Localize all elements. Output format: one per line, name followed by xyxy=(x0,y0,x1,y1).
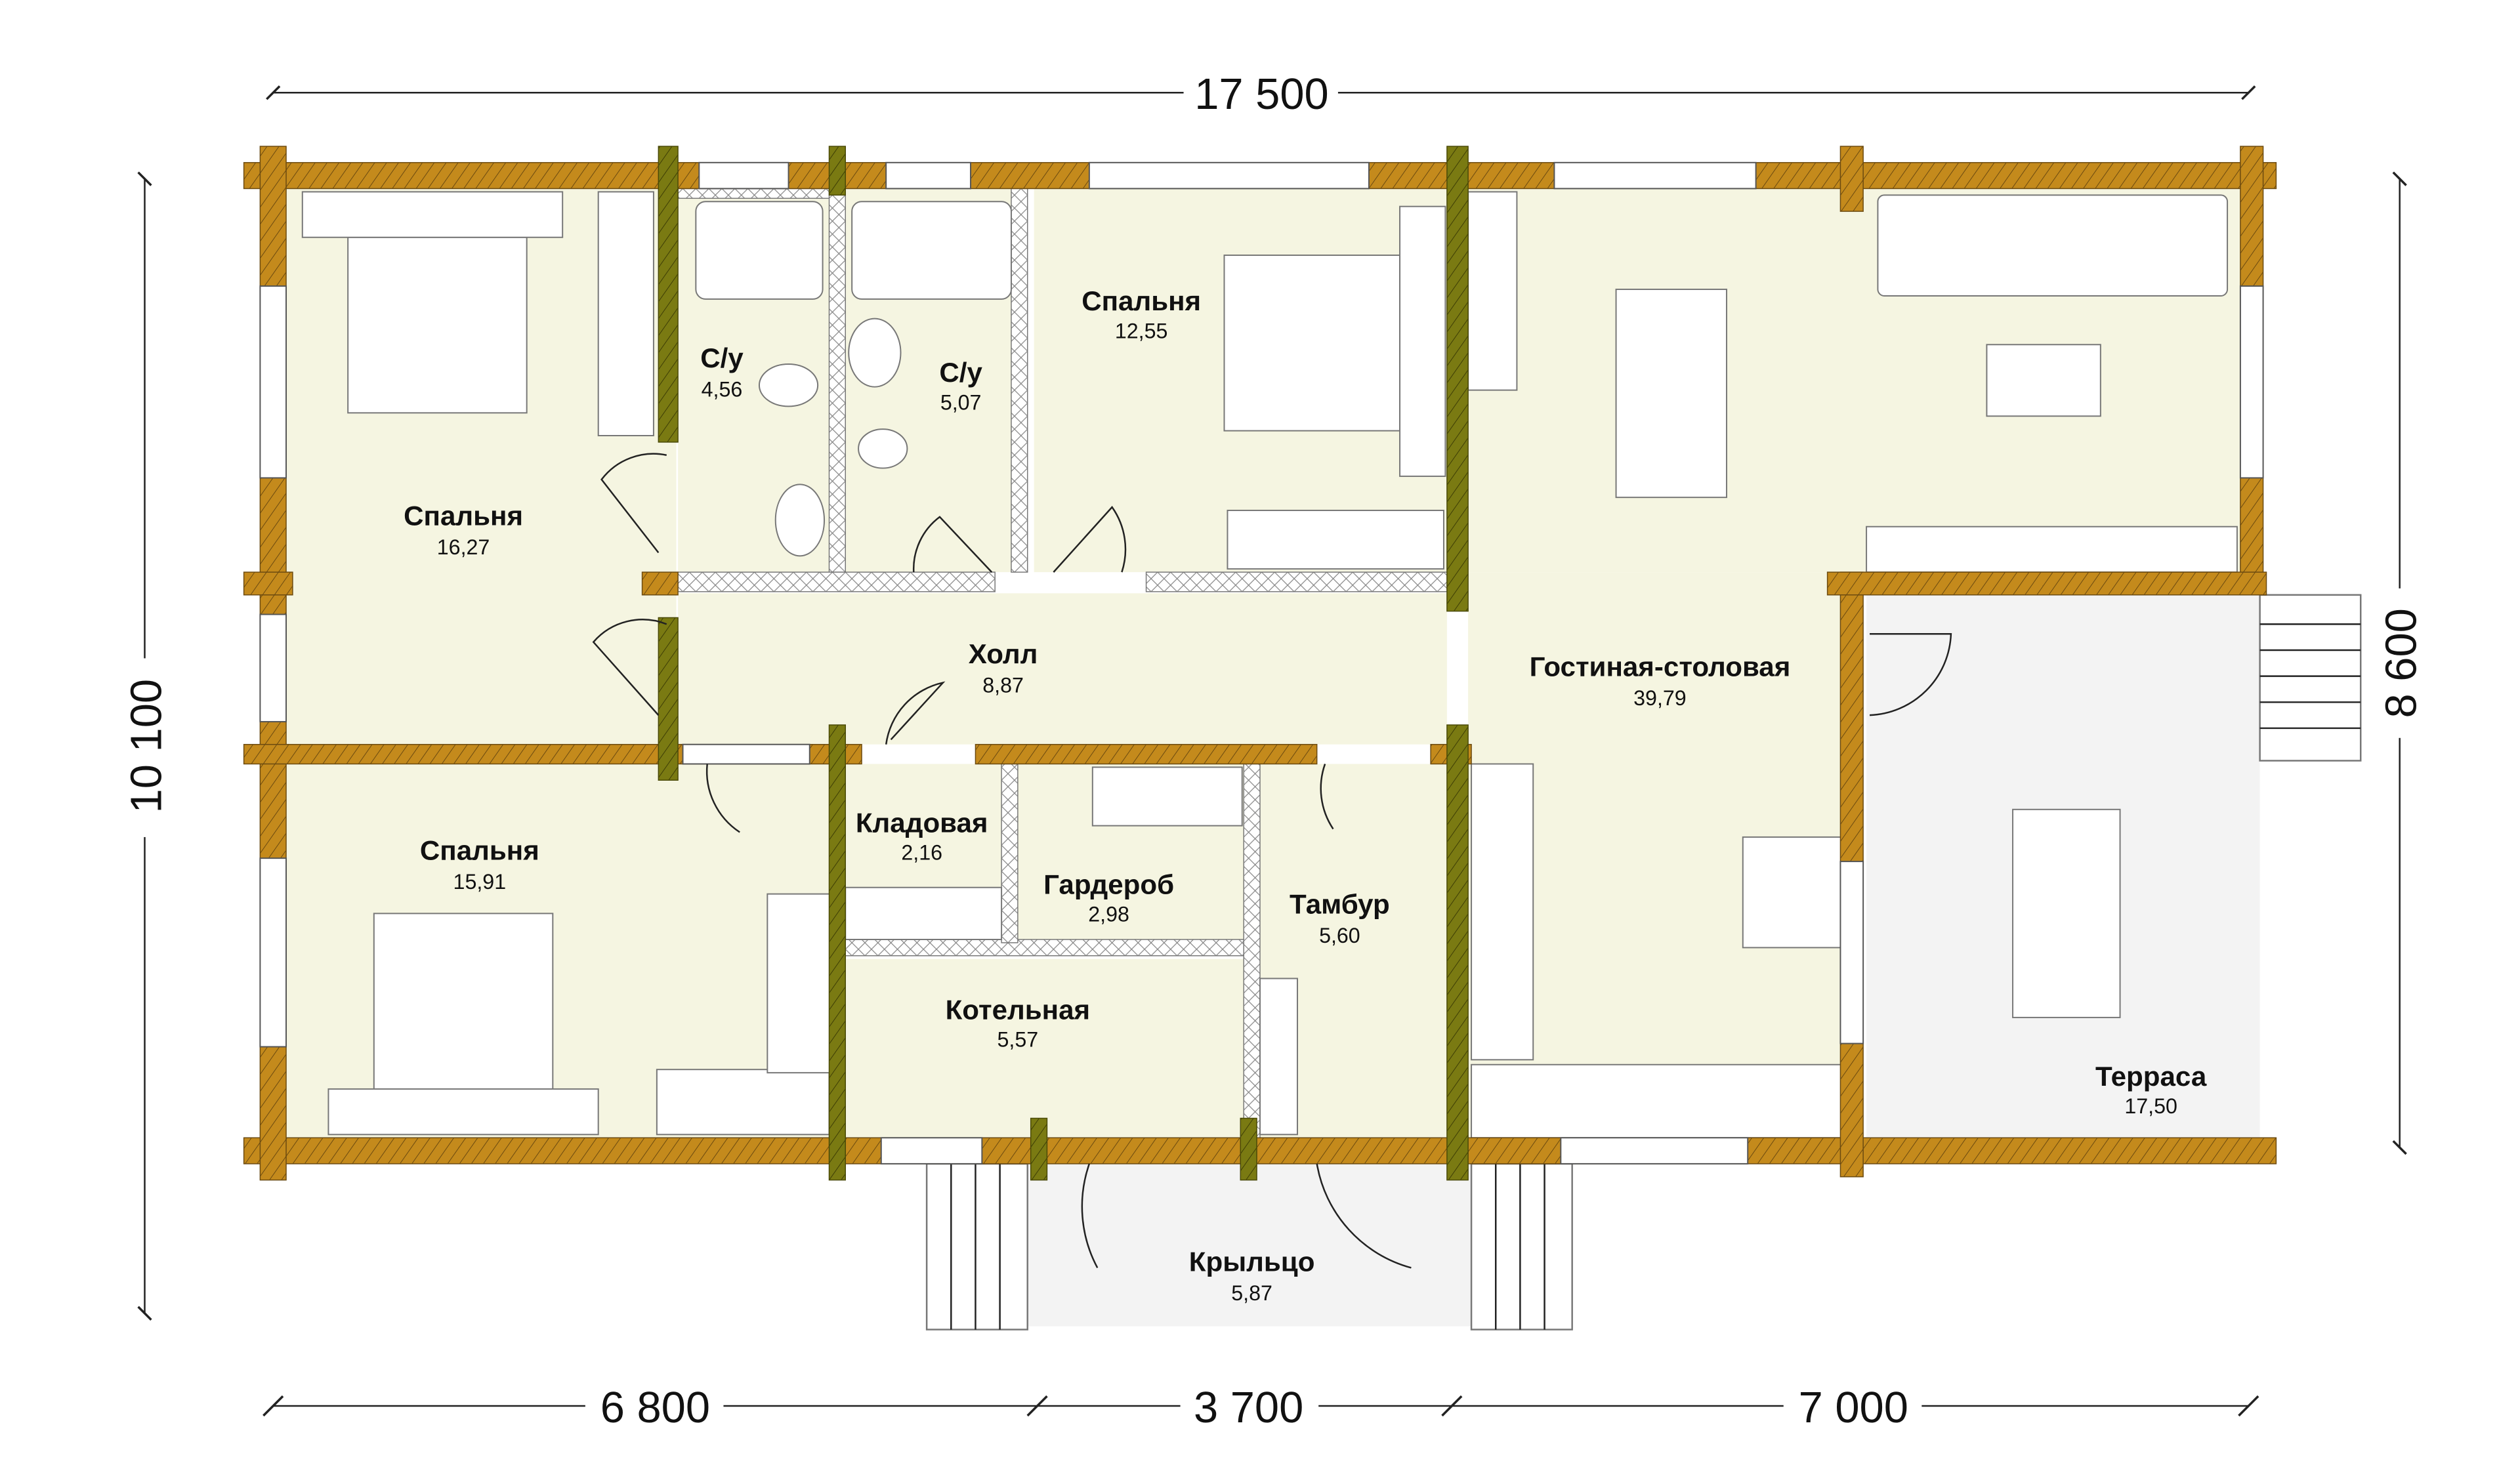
room-name: Тамбур xyxy=(1290,888,1390,919)
toilet-icon xyxy=(758,363,819,407)
room-area: 4,56 xyxy=(702,378,743,402)
room-name: С/у xyxy=(700,342,744,373)
bed-icon xyxy=(373,913,554,1090)
wardrobe-icon xyxy=(1227,509,1444,570)
room-area: 16,27 xyxy=(437,535,490,559)
kitchen-counter-icon xyxy=(1471,1063,1843,1139)
door-icon xyxy=(913,516,993,573)
room-area: 15,91 xyxy=(453,870,507,894)
bed-icon xyxy=(347,236,528,414)
windows xyxy=(259,161,2264,1165)
wardrobe-icon xyxy=(597,191,654,436)
inner-log-wall xyxy=(658,146,679,443)
room-name: Котельная xyxy=(946,994,1090,1025)
room-name: Спальня xyxy=(420,835,539,866)
door-icon xyxy=(705,764,740,833)
bed-icon xyxy=(1223,255,1401,432)
tv-unit-icon xyxy=(1866,526,2238,573)
window-icon xyxy=(259,613,287,723)
room-name: Холл xyxy=(969,638,1038,669)
dimension-left: 10 100 xyxy=(121,679,171,814)
window-icon xyxy=(1088,161,1370,190)
door-icon xyxy=(600,453,667,554)
room-area: 5,57 xyxy=(998,1028,1039,1052)
partitions xyxy=(677,188,1448,1138)
wall-bottom xyxy=(243,1137,2277,1165)
shelf-icon xyxy=(845,886,1003,940)
room-area: 39,79 xyxy=(1633,686,1687,710)
room-name: Спальня xyxy=(404,500,523,531)
window-icon xyxy=(1553,161,1757,190)
door-icon xyxy=(1053,506,1127,573)
room-name: Спальня xyxy=(1082,285,1201,316)
room-area: 12,55 xyxy=(1115,319,1168,342)
door-icon xyxy=(1320,764,1334,830)
room-area: 5,07 xyxy=(940,390,982,414)
shower-icon xyxy=(851,201,1012,300)
room-name: Гостиная-столовая xyxy=(1530,651,1791,682)
room-area: 8,87 xyxy=(982,673,1024,697)
coffee-table-icon xyxy=(1986,344,2101,417)
dimension-top: 17 500 xyxy=(1194,70,1329,119)
door-icon xyxy=(885,681,946,745)
room-name: Крыльцо xyxy=(1189,1246,1315,1277)
terrace-steps xyxy=(2259,594,2362,762)
window-icon xyxy=(885,161,972,190)
doors xyxy=(592,453,1952,1269)
terrace-table-icon xyxy=(2012,808,2121,1018)
dimension-bottom-3: 7 000 xyxy=(1799,1383,1908,1432)
door-icon xyxy=(592,619,667,716)
inner-log-wall xyxy=(828,724,847,1181)
window-icon xyxy=(1839,861,1864,1044)
room-name: Терраса xyxy=(2095,1061,2207,1092)
furniture xyxy=(301,191,2238,1139)
room-area: 2,98 xyxy=(1088,903,1129,926)
dining-table-icon xyxy=(1615,289,1728,499)
porch-steps-right xyxy=(1470,1163,1573,1330)
room-area: 5,60 xyxy=(1319,924,1360,947)
toilet-icon xyxy=(858,428,908,469)
outdoor-areas xyxy=(925,588,2362,1330)
sink-icon xyxy=(848,318,902,388)
sofa-icon xyxy=(1877,194,2229,297)
window-icon xyxy=(259,857,287,1048)
window-icon xyxy=(1560,1137,1749,1165)
dimension-right: 8 600 xyxy=(2376,608,2426,718)
inner-log-wall xyxy=(1446,146,1469,612)
window-icon xyxy=(880,1137,983,1165)
room-area: 2,16 xyxy=(901,841,942,865)
dimension-bottom-2: 3 700 xyxy=(1194,1383,1303,1432)
entrance-door-icon xyxy=(1081,1163,1099,1269)
room-name: С/у xyxy=(939,357,982,388)
cabinet-icon xyxy=(1467,191,1518,391)
room-name: Гардероб xyxy=(1043,869,1174,900)
shower-icon xyxy=(695,201,824,300)
kitchen-counter-icon xyxy=(1471,763,1534,1061)
porch-floor xyxy=(1027,1163,1472,1327)
room-labels: Спальня 16,27 С/у 4,56 С/у 5,07 Спальня … xyxy=(404,285,2207,1305)
terrace-door-icon xyxy=(1869,633,1952,716)
doorway xyxy=(682,743,810,765)
room-area: 17,50 xyxy=(2124,1094,2177,1118)
entrance-door-icon xyxy=(1316,1163,1412,1269)
dimension-bottom-1: 6 800 xyxy=(600,1383,710,1432)
table-icon xyxy=(1742,836,1845,949)
wardrobe-icon xyxy=(656,1069,830,1136)
window-icon xyxy=(2239,285,2264,479)
wardrobe-icon xyxy=(1091,766,1243,827)
window-icon xyxy=(698,161,789,190)
room-area: 5,87 xyxy=(1231,1281,1272,1305)
room-name: Кладовая xyxy=(856,807,988,838)
dimensions: 17 500 6 800 3 700 7 000 10 100 8 600 xyxy=(117,65,2427,1432)
sink-icon xyxy=(774,484,826,557)
window-icon xyxy=(259,285,287,479)
porch-steps-left xyxy=(925,1163,1028,1330)
